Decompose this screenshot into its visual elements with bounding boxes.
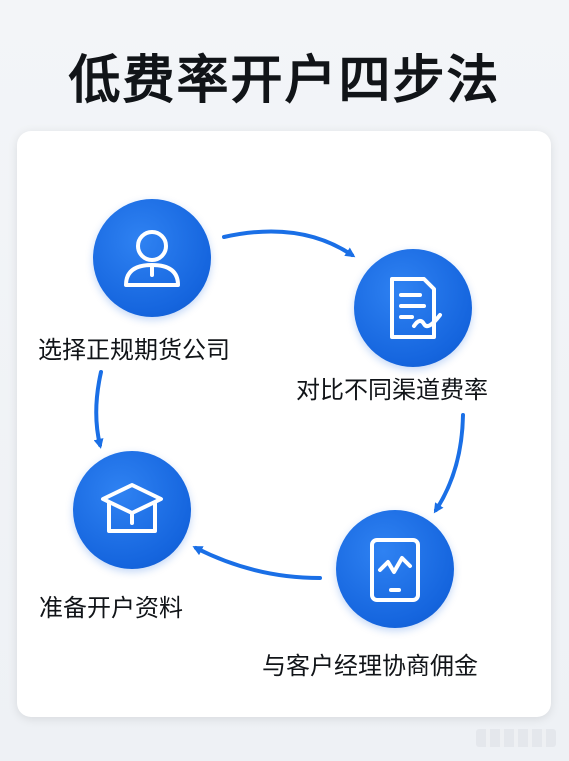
step4-label: 准备开户资料 <box>39 594 183 622</box>
user-icon <box>124 230 180 287</box>
step1-circle <box>93 199 211 317</box>
step1-label: 选择正规期货公司 <box>38 336 230 364</box>
arrow-step3-to-step4 <box>192 546 322 580</box>
page-title: 低费率开户四步法 <box>68 51 501 111</box>
step2-circle <box>354 249 472 367</box>
arrow-step1-to-step4 <box>93 370 104 449</box>
watermark <box>476 729 556 747</box>
box-icon <box>101 483 163 533</box>
step3-label: 与客户经理协商佣金 <box>262 652 478 680</box>
step2-label: 对比不同渠道费率 <box>296 376 488 404</box>
tablet-chart-icon <box>370 538 420 602</box>
arrow-step2-to-step3 <box>433 413 465 514</box>
arrow-step1-to-step2 <box>222 229 356 258</box>
document-sign-icon <box>390 277 442 339</box>
step4-circle <box>73 451 191 569</box>
step3-circle <box>336 510 454 628</box>
